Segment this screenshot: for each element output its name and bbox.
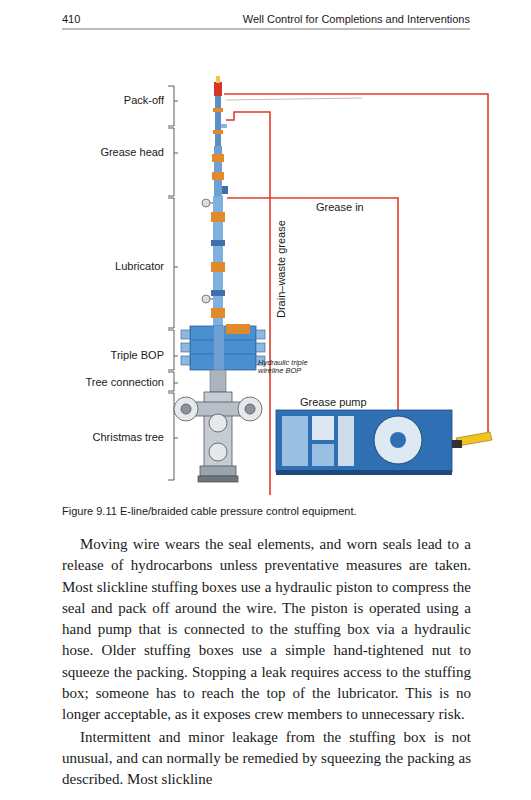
pack-off-band	[213, 108, 223, 112]
pack-off-port	[221, 124, 227, 128]
header-rule	[62, 29, 470, 30]
pack-off-body	[215, 96, 221, 146]
pack-off-band	[213, 130, 223, 134]
grease-head-body	[214, 146, 222, 196]
line-label: Drain–waste grease	[275, 220, 288, 318]
lubricator-sections	[211, 196, 225, 326]
grease-head-band	[212, 154, 224, 162]
running-head: Well Control for Completions and Interve…	[220, 13, 470, 26]
christmas-tree	[174, 392, 262, 482]
pressure-gauge	[202, 199, 213, 303]
label-brackets	[168, 86, 178, 480]
part-label: Grease head	[60, 146, 164, 159]
body-paragraph: Moving wire wears the seal elements, and…	[62, 534, 471, 726]
part-label: Grease pump	[300, 396, 390, 409]
part-label: Pack-off	[60, 94, 164, 107]
page-number: 410	[62, 13, 122, 26]
grease-head-port	[222, 186, 228, 194]
part-label: Tree connection	[60, 376, 164, 389]
grease-head-band	[212, 172, 224, 180]
tree-connection	[210, 370, 226, 392]
callout-label: Hydraulic triple wireline BOP	[258, 359, 308, 376]
control-line	[226, 98, 362, 100]
part-label: Triple BOP	[60, 349, 164, 362]
top-cap	[214, 82, 222, 96]
triple-bop	[181, 324, 265, 370]
hose-lines	[224, 94, 488, 495]
line-label: Grease in	[316, 201, 386, 214]
top-cap	[216, 76, 220, 83]
part-label: Christmas tree	[60, 431, 164, 444]
body-paragraph: Intermittent and minor leakage from the …	[62, 727, 471, 791]
figure-caption: Figure 9.11 E-line/braided cable pressur…	[62, 505, 471, 518]
part-label: Lubricator	[60, 260, 164, 273]
grease-pump-unit	[276, 410, 492, 475]
